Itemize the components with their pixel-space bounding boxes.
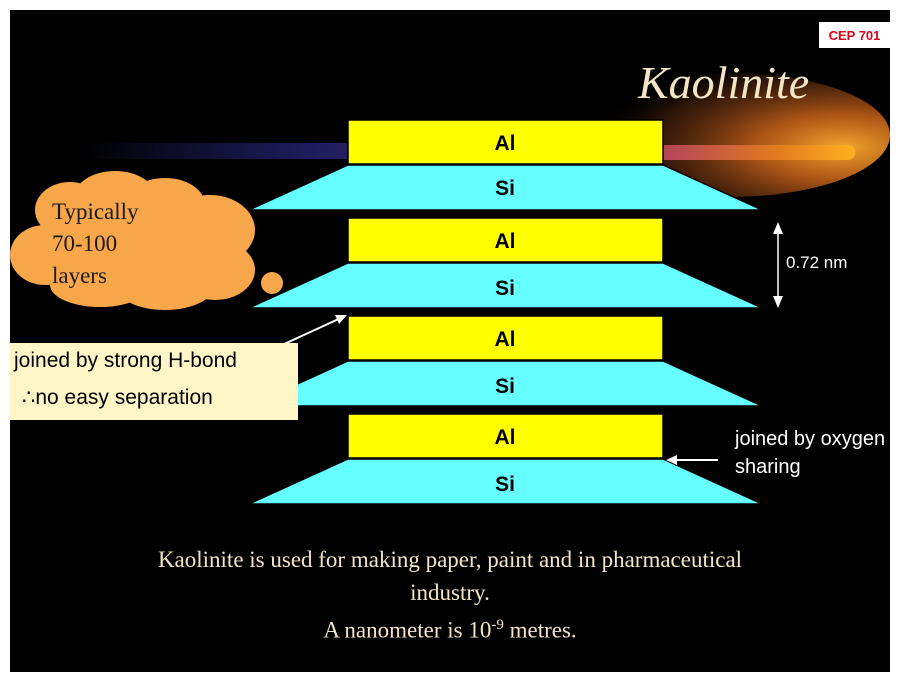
slide: Al Si Al Si Al Si Al Si <box>10 10 890 672</box>
oxygen-note-line1: joined by oxygen <box>735 428 886 450</box>
cloud-text: Typically 70-100 layers <box>52 196 172 292</box>
al-label-3: Al <box>495 328 516 351</box>
spacing-label: 0.72 nm <box>786 253 848 272</box>
caption-line3: A nanometer is 10-9 metres. <box>10 609 890 647</box>
al-label-4: Al <box>495 426 516 449</box>
si-label-4: Si <box>495 473 515 496</box>
si-sheet-1 <box>248 164 763 211</box>
al-label-2: Al <box>495 230 516 253</box>
si-sheet-4 <box>248 458 763 505</box>
caption-line1: Kaolinite is used for making paper, pain… <box>157 547 743 572</box>
slide-title: Kaolinite <box>638 57 810 108</box>
si-sheet-2 <box>248 262 763 309</box>
caption-exponent: -9 <box>491 617 504 633</box>
al-sheet-4 <box>347 413 664 459</box>
cloud-line: layers <box>52 263 107 288</box>
caption-line3-text: A nanometer is 10 <box>323 617 492 643</box>
kaolinite-diagram: Al Si Al Si Al Si Al Si <box>10 73 890 505</box>
si-label-2: Si <box>495 277 515 300</box>
layer-stack: Al Si Al Si Al Si Al Si <box>248 119 763 505</box>
al-sheet-2 <box>347 217 664 263</box>
decorative-beam-right <box>655 145 855 160</box>
al-label-1: Al <box>495 132 516 155</box>
oxygen-note-line2: sharing <box>735 456 801 478</box>
hbond-pointer-arrow <box>281 315 347 346</box>
hbond-note: joined by strong H-bond ∴no easy separat… <box>10 343 298 420</box>
hbond-note-line2: ∴no easy separation <box>22 386 213 409</box>
oxygen-pointer-arrow <box>666 455 718 465</box>
si-label-3: Si <box>495 375 515 398</box>
caption-line3-end: metres. <box>503 617 577 643</box>
caption: Kaolinite is used for making paper, pain… <box>10 543 890 647</box>
cloud-line: 70-100 <box>52 231 118 256</box>
course-badge: CEP 701 <box>819 22 890 48</box>
al-sheet-3 <box>347 315 664 361</box>
si-label-1: Si <box>495 177 515 200</box>
cloud-line: Typically <box>52 199 139 224</box>
al-sheet-1 <box>347 119 664 165</box>
spacing-arrow <box>773 222 783 308</box>
hbond-note-line1: joined by strong H-bond <box>14 349 237 372</box>
caption-line2: industry. <box>410 580 490 605</box>
